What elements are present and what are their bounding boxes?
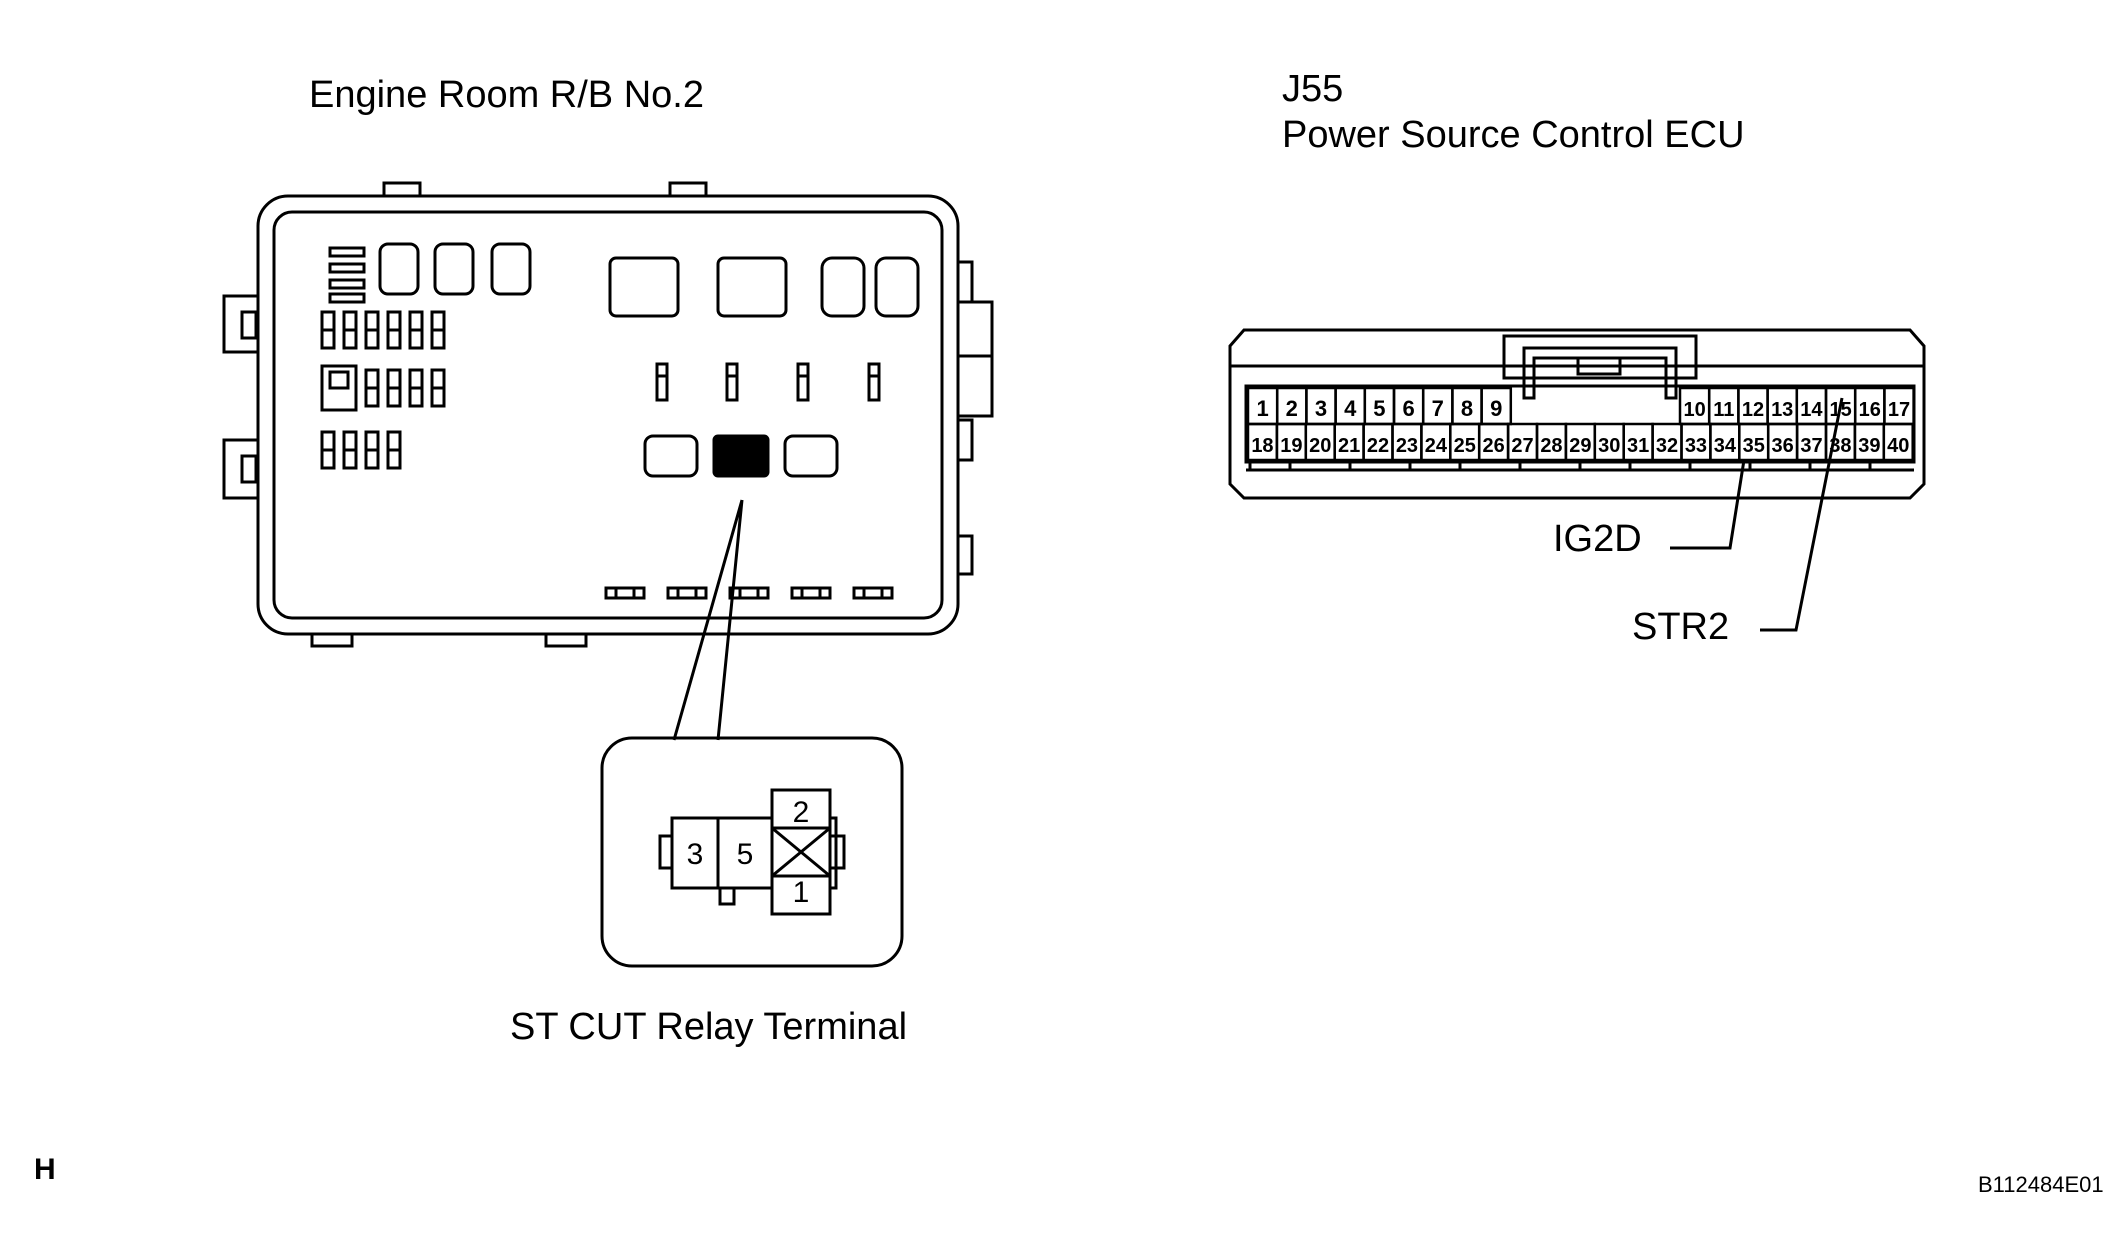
ecu-pin-15: 15 bbox=[1829, 399, 1851, 421]
ecu-pin-24: 24 bbox=[1425, 435, 1448, 457]
ecu-pin-13: 13 bbox=[1771, 399, 1793, 421]
str2-leader bbox=[1760, 397, 1844, 632]
ecu-pin-8: 8 bbox=[1461, 396, 1473, 421]
st-cut-relay-highlight bbox=[712, 434, 770, 478]
ecu-pin-21: 21 bbox=[1338, 435, 1360, 457]
relay-row-mid bbox=[643, 434, 839, 478]
callout-ig2d: IG2D bbox=[1553, 518, 1642, 560]
relay-terminal-5: 5 bbox=[737, 838, 754, 871]
relay-box-title: Engine Room R/B No.2 bbox=[309, 74, 704, 116]
ecu-pin-14: 14 bbox=[1800, 399, 1823, 421]
ecu-pin-29: 29 bbox=[1569, 435, 1591, 457]
ecu-pin-36: 36 bbox=[1772, 435, 1794, 457]
relay-terminal-3: 3 bbox=[687, 838, 704, 871]
ecu-pin-35: 35 bbox=[1743, 435, 1765, 457]
ecu-pin-34: 34 bbox=[1714, 435, 1737, 457]
ecu-pin-5: 5 bbox=[1373, 396, 1385, 421]
bottom-fuses bbox=[604, 586, 894, 600]
slim-fuses bbox=[655, 362, 881, 402]
ecu-pin-28: 28 bbox=[1540, 435, 1562, 457]
ecu-pin-16: 16 bbox=[1859, 399, 1881, 421]
corner-mark: H bbox=[34, 1153, 56, 1186]
relay-box bbox=[222, 181, 994, 648]
fuse-stack bbox=[328, 242, 532, 304]
ecu-pin-12: 12 bbox=[1742, 399, 1764, 421]
ecu-name: Power Source Control ECU bbox=[1282, 114, 1745, 156]
ecu-pin-3: 3 bbox=[1315, 396, 1327, 421]
relay-terminal-1: 1 bbox=[793, 876, 810, 909]
ecu-pin-25: 25 bbox=[1454, 435, 1476, 457]
ecu-pin-40: 40 bbox=[1887, 435, 1909, 457]
relay-zoom-box bbox=[600, 736, 904, 968]
ecu-pin-6: 6 bbox=[1402, 396, 1414, 421]
ecu-pin-32: 32 bbox=[1656, 435, 1678, 457]
figure-id: B112484E01 bbox=[1978, 1172, 2104, 1197]
ecu-pin-38: 38 bbox=[1829, 435, 1851, 457]
ecu-pin-10: 10 bbox=[1683, 399, 1705, 421]
relay-terminal-connector bbox=[658, 788, 846, 916]
relay-terminal-caption: ST CUT Relay Terminal bbox=[510, 1006, 908, 1048]
ecu-pin-19: 19 bbox=[1280, 435, 1302, 457]
ecu-pin-cell bbox=[1882, 422, 1914, 462]
relay-terminal-2: 2 bbox=[793, 796, 810, 829]
relay-row-top bbox=[608, 256, 920, 318]
ecu-pin-7: 7 bbox=[1432, 396, 1444, 421]
ecu-pin-39: 39 bbox=[1858, 435, 1880, 457]
ecu-pin-4: 4 bbox=[1344, 396, 1357, 421]
ig2d-leader bbox=[1670, 459, 1746, 550]
callout-str2: STR2 bbox=[1632, 606, 1730, 648]
ecu-pin-22: 22 bbox=[1367, 435, 1389, 457]
ecu-pin-18: 18 bbox=[1251, 435, 1273, 457]
callout-wedge bbox=[672, 499, 744, 741]
ecu-pin-2: 2 bbox=[1286, 396, 1298, 421]
ecu-pin-9: 9 bbox=[1490, 396, 1502, 421]
ecu-pin-31: 31 bbox=[1627, 435, 1649, 457]
ecu-pin-23: 23 bbox=[1396, 435, 1418, 457]
ecu-pin-11: 11 bbox=[1713, 399, 1734, 421]
ecu-pin-17: 17 bbox=[1888, 399, 1910, 421]
ecu-pin-26: 26 bbox=[1483, 435, 1505, 457]
ecu-pin-1: 1 bbox=[1256, 396, 1268, 421]
mini-fuse-row-2 bbox=[320, 364, 446, 412]
ecu-pin-33: 33 bbox=[1685, 435, 1707, 457]
ecu-pin-20: 20 bbox=[1309, 435, 1331, 457]
mini-fuse-row-1 bbox=[320, 310, 446, 350]
mini-fuse-row-3 bbox=[320, 430, 402, 470]
ecu-pin-30: 30 bbox=[1598, 435, 1620, 457]
ecu-connector-code: J55 bbox=[1282, 68, 1344, 110]
ecu-pin-37: 37 bbox=[1800, 435, 1822, 457]
ecu-pin-27: 27 bbox=[1511, 435, 1533, 457]
